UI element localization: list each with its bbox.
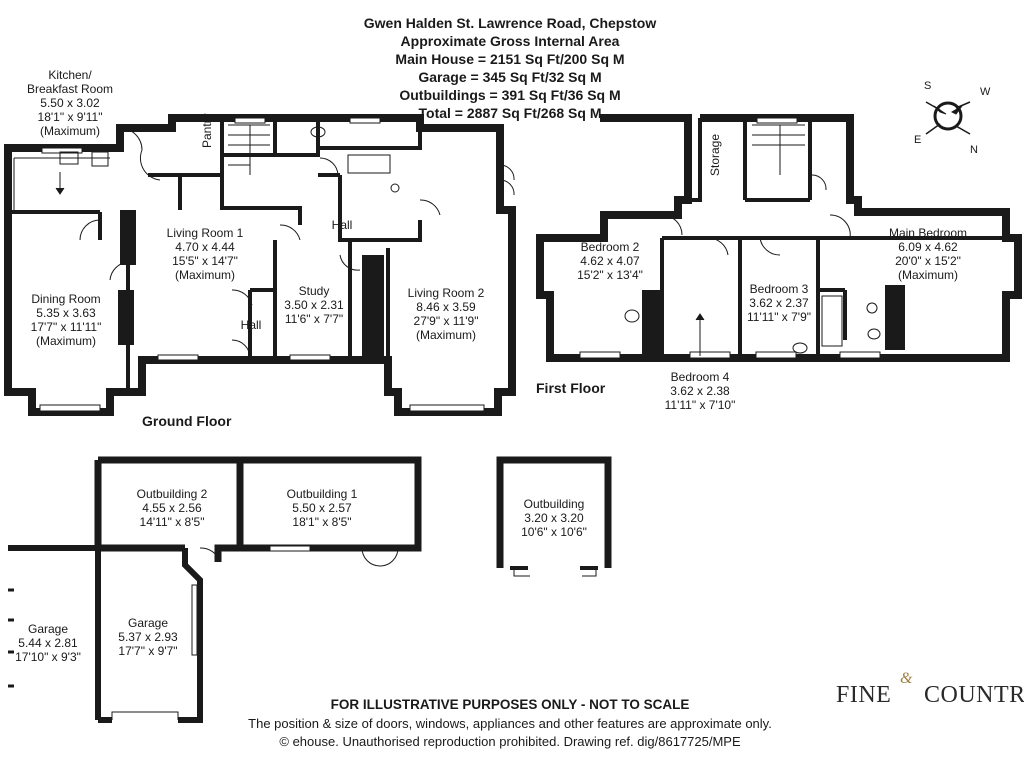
brand-word-fine: FINE: [836, 682, 892, 708]
detached-outbuilding-wall: [496, 456, 612, 568]
room-garage-inner: Garage 5.37 x 2.93 17'7" x 9'7": [118, 616, 178, 658]
garage-wall: [8, 545, 203, 723]
compass-icon: [925, 101, 971, 135]
footer-copyright: © ehouse. Unauthorised reproduction proh…: [279, 734, 741, 749]
room-storage: Storage: [708, 133, 722, 176]
property-title: Gwen Halden St. Lawrence Road, Chepstow: [363, 15, 657, 31]
room-study: Study 3.50 x 2.31 11'6" x 7'7": [284, 284, 344, 326]
ground-floor-label: Ground Floor: [142, 413, 232, 429]
room-pantry: Pantry: [200, 113, 214, 148]
room-hall-upper: Hall: [331, 218, 353, 232]
room-bedroom-3: Bedroom 3 3.62 x 2.37 11'11" x 7'9": [746, 282, 812, 324]
room-outbuilding-2: Outbuilding 2 4.55 x 2.56 14'11" x 8'5": [136, 487, 208, 529]
area-subtitle: Approximate Gross Internal Area: [400, 33, 620, 49]
room-living-2: Living Room 2 8.46 x 3.59 27'9" x 11'9" …: [407, 286, 485, 342]
compass-north: N: [970, 144, 978, 156]
room-bedroom-4: Bedroom 4 3.62 x 2.38 11'11" x 7'10": [664, 370, 736, 412]
compass-west: W: [980, 86, 991, 98]
room-kitchen: Kitchen/ Breakfast Room 5.50 x 3.02 18'1…: [26, 68, 114, 138]
area-total: Total = 2887 Sq Ft/268 Sq M: [418, 105, 602, 121]
fine-country-logo: FINE & COUNTRY: [836, 670, 1024, 716]
footer-note: The position & size of doors, windows, a…: [248, 716, 772, 731]
brand-ampersand: &: [900, 670, 913, 687]
brand-word-country: COUNTRY: [924, 682, 1024, 708]
first-floor-internal-walls: [602, 118, 1006, 358]
first-floor-label: First Floor: [536, 380, 606, 396]
footer-disclaimer: FOR ILLUSTRATIVE PURPOSES ONLY - NOT TO …: [330, 697, 690, 712]
room-dining: Dining Room 5.35 x 3.63 17'7" x 11'11" (…: [30, 292, 102, 348]
header: Gwen Halden St. Lawrence Road, Chepstow …: [300, 14, 720, 122]
outbuildings-wall: [94, 456, 422, 562]
room-outbuilding-1: Outbuilding 1 5.50 x 2.57 18'1" x 8'5": [286, 487, 358, 529]
ground-floor-outer-wall: [4, 114, 516, 416]
compass-south: S: [924, 80, 932, 92]
area-main-house: Main House = 2151 Sq Ft/200 Sq M: [395, 51, 625, 67]
room-living-1: Living Room 1 4.70 x 4.44 15'5" x 14'7" …: [166, 226, 244, 282]
compass-east: E: [914, 134, 922, 146]
area-garage: Garage = 345 Sq Ft/32 Sq M: [418, 69, 602, 85]
room-hall-lower: Hall: [240, 318, 262, 332]
room-garage-outer: Garage 5.44 x 2.81 17'10" x 9'3": [15, 622, 81, 664]
room-bedroom-2: Bedroom 2 4.62 x 4.07 15'2" x 13'4": [577, 240, 643, 282]
room-outbuilding: Outbuilding 3.20 x 3.20 10'6" x 10'6": [521, 497, 587, 539]
room-main-bedroom: Main Bedroom 6.09 x 4.62 20'0" x 15'2" (…: [888, 226, 968, 282]
area-outbuildings: Outbuildings = 391 Sq Ft/36 Sq M: [399, 87, 621, 103]
